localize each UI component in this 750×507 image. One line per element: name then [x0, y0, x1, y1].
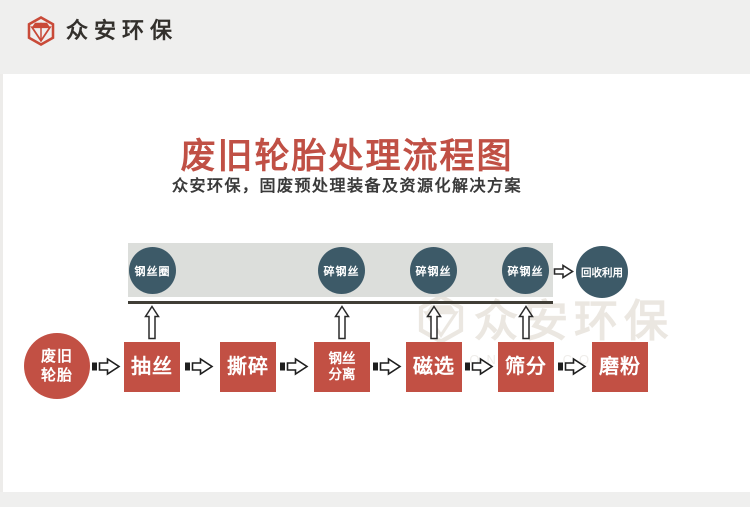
watermark-text: 众安环保	[474, 296, 674, 346]
left-edge-strip	[0, 74, 3, 492]
flow-arrow-right-icon	[185, 357, 214, 381]
step-box-wire-separation: 钢丝分离	[314, 342, 370, 392]
flow-arrow-up-icon	[144, 305, 160, 345]
page-subtitle: 众安环保，固废预处理装备及资源化解决方案	[171, 178, 522, 195]
site-header: 众安环保	[0, 0, 750, 74]
flow-arrow-right-icon	[92, 357, 121, 381]
recycle-arrow-right-icon	[553, 264, 574, 284]
source-circle-waste-tires: 废旧轮胎	[24, 333, 90, 399]
step-box-screening: 筛分	[498, 342, 554, 392]
step-box-magnetic-separation: 磁选	[406, 342, 462, 392]
flow-arrow-right-icon	[558, 357, 587, 381]
logo-text: 众安环保	[66, 18, 179, 43]
output-circle-shredded-wire-3: 碎钢丝	[502, 247, 549, 294]
flow-arrow-up-icon	[334, 305, 350, 345]
step-box-grinding: 磨粉	[592, 342, 648, 392]
flow-arrow-up-icon	[426, 305, 442, 345]
footer-strip	[0, 492, 750, 507]
output-circle-recycle: 回收利用	[576, 246, 628, 298]
flow-arrow-up-icon	[518, 305, 534, 345]
output-circle-shredded-wire-1: 碎钢丝	[318, 247, 365, 294]
page-title: 废旧轮胎处理流程图	[180, 137, 514, 176]
output-band-line	[128, 301, 553, 304]
flow-arrow-right-icon	[373, 357, 402, 381]
step-box-wire-drawing: 抽丝	[124, 342, 180, 392]
logo[interactable]: 众安环保	[26, 16, 178, 46]
flow-arrow-right-icon	[465, 357, 494, 381]
flow-arrow-right-icon	[280, 357, 309, 381]
output-circle-shredded-wire-2: 碎钢丝	[410, 247, 457, 294]
step-box-shredding: 撕碎	[220, 342, 276, 392]
output-circle-bead-wire: 钢丝圈	[129, 247, 176, 294]
logo-gem-icon	[26, 16, 56, 46]
